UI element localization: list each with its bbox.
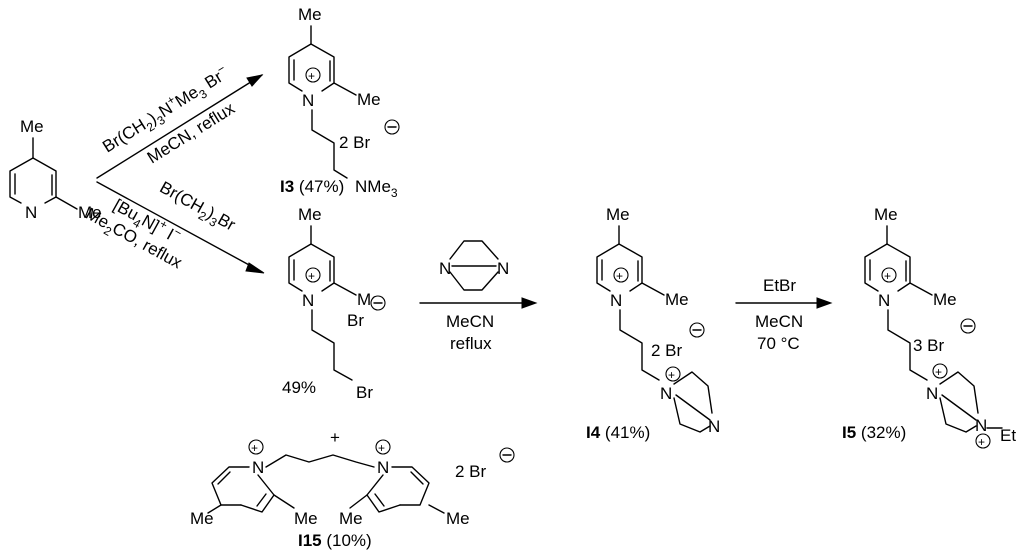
lower-reaction-arrow bbox=[96, 181, 265, 274]
methyl-label: Me bbox=[446, 509, 470, 528]
positive-charge-icon bbox=[305, 267, 321, 283]
product-I5: Me N + Me 3 Br + N N Et + I5 (32%) bbox=[842, 205, 1016, 449]
plus-sign: + bbox=[378, 441, 385, 455]
plus-sign: + bbox=[251, 441, 258, 455]
trimethylammonium-label: NMe3 bbox=[355, 177, 398, 200]
compound-label-I3: I3 (47%) bbox=[280, 177, 344, 196]
methyl-label: Me bbox=[20, 117, 44, 136]
step2-solvent: MeCN bbox=[446, 312, 494, 331]
product-bromopropyl-pyridinium: Me N + Me Br Br 49% bbox=[282, 205, 386, 402]
bromine-label: Br bbox=[356, 383, 373, 402]
nitrogen-label: N bbox=[252, 458, 264, 477]
product-I4: Me N + Me 2 Br + N N I4 (41%) bbox=[586, 205, 720, 442]
counterion-label: 2 Br bbox=[339, 133, 371, 152]
plus-sign: + bbox=[308, 69, 315, 83]
nitrogen-label: N bbox=[25, 203, 37, 222]
plus-sign: + bbox=[884, 269, 891, 283]
step3-solvent: MeCN bbox=[755, 312, 803, 331]
plus-sign: + bbox=[935, 365, 942, 379]
counterion-label: 2 Br bbox=[651, 341, 683, 360]
nitrogen-label: N bbox=[878, 291, 890, 310]
methyl-label: Me bbox=[606, 205, 630, 224]
methyl-label: Me bbox=[339, 509, 363, 528]
methyl-label: Me bbox=[190, 509, 214, 528]
counterion-label: 2 Br bbox=[455, 462, 487, 481]
nitrogen-label: N bbox=[377, 458, 389, 477]
nitrogen-label: N bbox=[610, 291, 622, 310]
positive-charge-icon bbox=[665, 366, 681, 382]
counterion-label: 3 Br bbox=[913, 336, 945, 355]
compound-label-I5: I5 (32%) bbox=[842, 423, 906, 442]
step2-arrow bbox=[419, 297, 538, 309]
upper-conditions: Br(CH2)3N+Me3 Br− MeCN, reflux bbox=[99, 61, 238, 167]
nitrogen-label: N bbox=[497, 259, 509, 278]
compound-label-I4: I4 (41%) bbox=[586, 423, 650, 442]
starting-material-2-4-lutidine: Me N Me bbox=[9, 117, 102, 222]
nitrogen-label: N bbox=[302, 291, 314, 310]
methyl-label: Me bbox=[665, 290, 689, 309]
ethyl-label: Et bbox=[1000, 426, 1016, 445]
methyl-label: Me bbox=[357, 90, 381, 109]
methyl-label: Me bbox=[78, 203, 102, 222]
compound-label-I15: I15 (10%) bbox=[298, 531, 372, 550]
methyl-label: Me bbox=[298, 5, 322, 24]
step2-condition: reflux bbox=[450, 334, 492, 353]
plus-sign: + bbox=[668, 368, 675, 382]
product-I3: Me N + Me 2 Br NMe3 I3 (47%) bbox=[280, 5, 400, 200]
plus-sign: + bbox=[616, 269, 623, 283]
nitrogen-label: N bbox=[302, 91, 314, 110]
nitrogen-label: N bbox=[708, 417, 720, 436]
plus-sign: + bbox=[978, 435, 985, 449]
nitrogen-label: N bbox=[975, 416, 987, 435]
dabco-reagent: N N bbox=[439, 240, 509, 291]
nitrogen-label: N bbox=[660, 384, 672, 403]
positive-charge-icon bbox=[975, 433, 991, 449]
methyl-label: Me bbox=[294, 509, 318, 528]
methyl-label: Me bbox=[933, 290, 957, 309]
positive-charge-icon bbox=[613, 267, 629, 283]
side-product-I15: + N Me Me + N Me Me 2 Br I15 (10%) bbox=[190, 439, 515, 550]
positive-charge-icon bbox=[932, 363, 948, 379]
positive-charge-icon bbox=[305, 67, 321, 83]
positive-charge-icon bbox=[881, 267, 897, 283]
plus-sign: + bbox=[308, 269, 315, 283]
positive-charge-icon bbox=[248, 439, 264, 455]
methyl-label: Me bbox=[874, 205, 898, 224]
counterion-label: Br bbox=[347, 311, 364, 330]
step3-temperature: 70 °C bbox=[757, 334, 800, 353]
nitrogen-label: N bbox=[926, 384, 938, 403]
methyl-label: Me bbox=[298, 205, 322, 224]
yield-label: 49% bbox=[282, 378, 316, 397]
plus-sign: + bbox=[330, 428, 340, 447]
positive-charge-icon bbox=[375, 439, 391, 455]
step3-arrow bbox=[735, 297, 833, 309]
nitrogen-label: N bbox=[439, 259, 451, 278]
upper-reaction-arrow bbox=[96, 74, 264, 179]
step3-reagent: EtBr bbox=[763, 276, 796, 295]
